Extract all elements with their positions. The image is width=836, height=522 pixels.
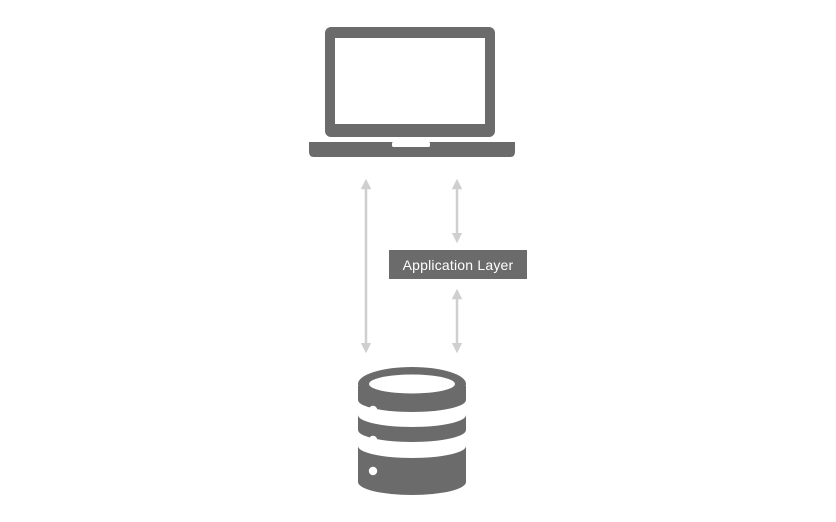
laptop-base	[309, 142, 515, 157]
application-layer-box	[389, 250, 527, 279]
database-tier-middle	[358, 415, 466, 442]
database-dot-2	[368, 435, 378, 445]
database-icon	[358, 367, 466, 495]
laptop-screen	[335, 38, 485, 124]
database-lid-inner	[369, 374, 455, 394]
application-layer-label: Application Layer	[402, 256, 514, 273]
laptop-trackpad-notch	[392, 142, 430, 147]
database-dot-1	[368, 405, 378, 415]
database-dot-3	[368, 466, 378, 476]
laptop-icon	[309, 27, 515, 157]
database-tier-bottom	[358, 446, 466, 495]
